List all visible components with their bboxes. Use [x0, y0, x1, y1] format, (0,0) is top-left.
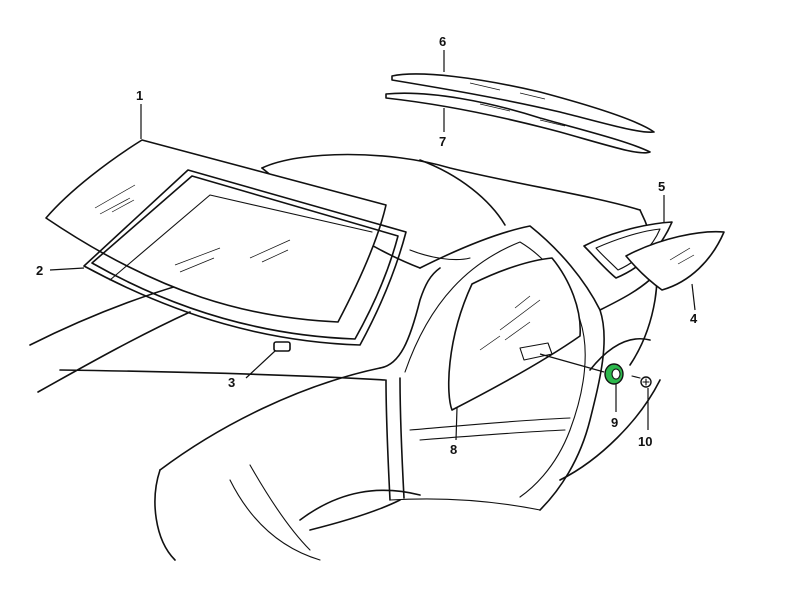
- leader-lines: [49, 50, 696, 441]
- callout-8: 8: [450, 442, 457, 457]
- quarter-glass-part-4[interactable]: [625, 230, 725, 291]
- callout-6: 6: [439, 34, 446, 49]
- callout-9: 9: [611, 415, 618, 430]
- windshield-part-1[interactable]: [45, 139, 387, 323]
- clip-part-3[interactable]: [273, 341, 291, 352]
- callout-1: 1: [136, 88, 143, 103]
- roof-strip-part-7[interactable]: [385, 92, 651, 154]
- callout-2: 2: [36, 263, 43, 278]
- roof-strip-part-6[interactable]: [391, 73, 655, 133]
- callout-5: 5: [658, 179, 665, 194]
- screw-part-10[interactable]: [631, 375, 652, 388]
- grommet-part-9[interactable]: [604, 363, 624, 385]
- callout-7: 7: [439, 134, 446, 149]
- callout-10: 10: [638, 434, 652, 449]
- callout-4: 4: [690, 311, 698, 326]
- callout-3: 3: [228, 375, 235, 390]
- door-glass-part-8[interactable]: [447, 257, 581, 411]
- windshield-seal-part-2[interactable]: [83, 169, 407, 346]
